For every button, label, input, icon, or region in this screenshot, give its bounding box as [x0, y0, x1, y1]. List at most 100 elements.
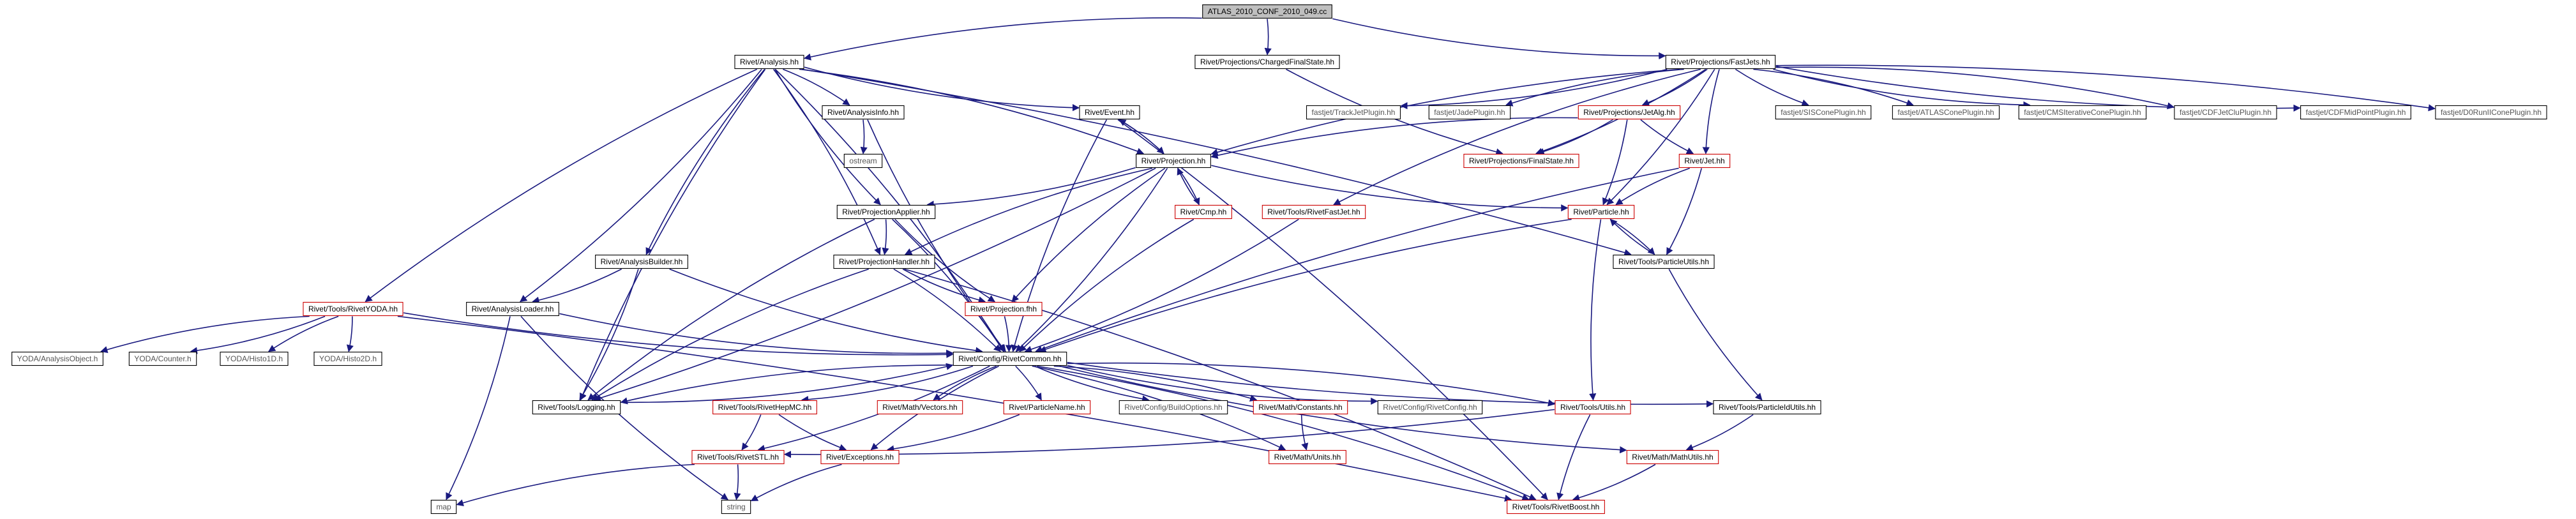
node-finalstate[interactable]: Rivet/Projections/FinalState.hh	[1463, 153, 1579, 169]
edge-projection-to-rivetcommon	[1015, 168, 1168, 352]
node-cmp[interactable]: Rivet/Cmp.hh	[1175, 204, 1232, 220]
edge-projection-to-particle	[1211, 165, 1569, 212]
edge-analysisloader-to-map	[446, 316, 511, 500]
edge-layer	[100, 17, 2436, 507]
node-vectors[interactable]: Rivet/Math/Vectors.hh	[877, 400, 963, 415]
edge-rivetcommon-to-constants	[1053, 365, 1258, 402]
node-jetalg[interactable]: Rivet/Projections/JetAlg.hh	[1578, 105, 1681, 120]
edge-analysis-to-event	[804, 66, 1080, 112]
node-box	[303, 301, 403, 317]
node-jet[interactable]: Rivet/Jet.hh	[1678, 153, 1731, 169]
node-yodahisto2d[interactable]: YODA/Histo2D.h	[313, 351, 382, 366]
node-box	[595, 254, 688, 269]
node-box	[1578, 105, 1681, 120]
edge-rivethepmc-to-exceptions	[778, 414, 847, 451]
edge-projectionfhh-to-rivetcommon	[1004, 316, 1013, 352]
edge-particle-to-rivetcommon	[1039, 218, 1572, 353]
node-mathutils[interactable]: Rivet/Math/MathUtils.hh	[1626, 449, 1719, 465]
node-rivetconfig[interactable]: Rivet/Config/RivetConfig.hh	[1377, 400, 1483, 415]
node-label: Rivet/Config/RivetConfig.hh	[1383, 403, 1477, 412]
node-jade[interactable]: fastjet/JadePlugin.hh	[1428, 105, 1511, 120]
node-buildoptions[interactable]: Rivet/Config/BuildOptions.hh	[1119, 400, 1228, 415]
edge-rivetcommon-to-buildoptions	[1034, 365, 1150, 403]
node-ostream[interactable]: ostream	[843, 153, 883, 169]
node-trackjet[interactable]: fastjet/TrackJetPlugin.hh	[1306, 105, 1401, 120]
node-label: fastjet/CDFMidPointPlugin.hh	[2306, 108, 2406, 117]
edge-rivetstl-to-map	[456, 463, 695, 507]
node-analysis[interactable]: Rivet/Analysis.hh	[734, 54, 804, 70]
node-root[interactable]: ATLAS_2010_CONF_2010_049.cc	[1202, 4, 1332, 19]
edge-fastjets-to-cdfjetclu	[1775, 66, 2175, 110]
node-event[interactable]: Rivet/Event.hh	[1079, 105, 1140, 120]
node-projhandler[interactable]: Rivet/ProjectionHandler.hh	[833, 254, 935, 269]
node-analysisbuilder[interactable]: Rivet/AnalysisBuilder.hh	[595, 254, 688, 269]
node-rivetstl[interactable]: Rivet/Tools/RivetSTL.hh	[691, 449, 785, 465]
edge-analysisbuilder-to-rivetcommon	[669, 268, 983, 354]
edge-event-to-rivetcommon	[1011, 119, 1108, 352]
node-projapplier[interactable]: Rivet/ProjectionApplier.hh	[836, 204, 936, 220]
node-box	[1306, 105, 1401, 120]
node-particleutils[interactable]: Rivet/Tools/ParticleUtils.hh	[1613, 254, 1715, 269]
node-siscone[interactable]: fastjet/SISConePlugin.hh	[1775, 105, 1872, 120]
node-exceptions[interactable]: Rivet/Exceptions.hh	[820, 449, 900, 465]
edge-rivetstl-to-string	[734, 464, 741, 500]
edge-cmp-to-projection	[1177, 167, 1200, 205]
node-box	[1555, 400, 1631, 415]
node-analysisinfo[interactable]: Rivet/AnalysisInfo.hh	[822, 105, 905, 120]
node-fastjets[interactable]: Rivet/Projections/FastJets.hh	[1665, 54, 1776, 70]
node-rivetboost[interactable]: Rivet/Tools/RivetBoost.hh	[1507, 499, 1605, 515]
node-string[interactable]: string	[721, 499, 751, 515]
edge-constants-to-units	[1300, 414, 1309, 451]
node-cmsiter[interactable]: fastjet/CMSIterativeConePlugin.hh	[2018, 105, 2147, 120]
node-rivetcommon[interactable]: Rivet/Config/RivetCommon.hh	[953, 351, 1067, 366]
node-d0run[interactable]: fastjet/D0RunIIConePlugin.hh	[2435, 105, 2547, 120]
edge-analysisloader-to-rivetcommon	[559, 313, 954, 357]
node-rivetfastjet[interactable]: Rivet/Tools/RivetFastJet.hh	[1262, 204, 1366, 220]
edge-projhandler-to-projectionfhh	[902, 268, 986, 304]
edge-analysis-to-logging	[580, 69, 766, 401]
edge-jetalg-to-particle	[1602, 119, 1628, 206]
node-box	[1626, 449, 1719, 465]
edge-fastjets-to-trackjet	[1400, 68, 1668, 110]
node-box	[1665, 54, 1776, 70]
node-units[interactable]: Rivet/Math/Units.hh	[1269, 449, 1346, 465]
node-logging[interactable]: Rivet/Tools/Logging.hh	[532, 400, 621, 415]
node-constants[interactable]: Rivet/Math/Constants.hh	[1253, 400, 1348, 415]
node-box	[313, 351, 382, 366]
node-label: Rivet/Tools/ParticleUtils.hh	[1618, 257, 1709, 266]
node-projection[interactable]: Rivet/Projection.hh	[1136, 153, 1211, 169]
edge-fastjets-to-atlascone	[1753, 68, 1914, 107]
node-box	[1175, 204, 1232, 220]
node-rivetyoda[interactable]: Rivet/Tools/RivetYODA.hh	[303, 301, 403, 317]
node-utils[interactable]: Rivet/Tools/Utils.hh	[1555, 400, 1631, 415]
node-chargedfs[interactable]: Rivet/Projections/ChargedFinalState.hh	[1194, 54, 1340, 70]
node-rivethepmc[interactable]: Rivet/Tools/RivetHepMC.hh	[712, 400, 817, 415]
node-cdfmidpoint[interactable]: fastjet/CDFMidPointPlugin.hh	[2300, 105, 2411, 120]
node-box	[1253, 400, 1348, 415]
node-yodaobj[interactable]: YODA/AnalysisObject.h	[11, 351, 103, 366]
node-map[interactable]: map	[430, 499, 457, 515]
edge-projapplier-to-projhandler	[882, 219, 889, 255]
node-label: YODA/Histo1D.h	[225, 354, 283, 363]
node-box	[2174, 105, 2277, 120]
node-particlename[interactable]: Rivet/ParticleName.hh	[1003, 400, 1091, 415]
node-yodacounter[interactable]: YODA/Counter.h	[128, 351, 197, 366]
node-analysisloader[interactable]: Rivet/AnalysisLoader.hh	[466, 301, 559, 317]
edge-fastjets-to-rivetfastjet	[1333, 68, 1701, 206]
edge-fastjets-to-particle	[1606, 69, 1715, 206]
node-box	[11, 351, 103, 366]
node-atlascone[interactable]: fastjet/ATLASConePlugin.hh	[1892, 105, 2000, 120]
node-label: fastjet/CMSIterativeConePlugin.hh	[2024, 108, 2141, 117]
edge-analysis-to-analysisloader	[520, 68, 762, 303]
node-projectionfhh[interactable]: Rivet/Projection.fhh	[965, 301, 1043, 317]
edge-event-to-rivetboost	[1117, 119, 1548, 500]
node-particle[interactable]: Rivet/Particle.hh	[1567, 204, 1635, 220]
node-cdfjetclu[interactable]: fastjet/CDFJetCluPlugin.hh	[2174, 105, 2277, 120]
node-box	[820, 449, 900, 465]
node-label: Rivet/ParticleName.hh	[1009, 403, 1085, 412]
edge-fastjets-to-jet	[1702, 69, 1720, 154]
node-particleidutils[interactable]: Rivet/Tools/ParticleIdUtils.hh	[1713, 400, 1821, 415]
node-yodahisto1d[interactable]: YODA/Histo1D.h	[220, 351, 289, 366]
node-label: fastjet/CDFJetCluPlugin.hh	[2180, 108, 2271, 117]
node-label: Rivet/Projection.fhh	[970, 305, 1037, 313]
